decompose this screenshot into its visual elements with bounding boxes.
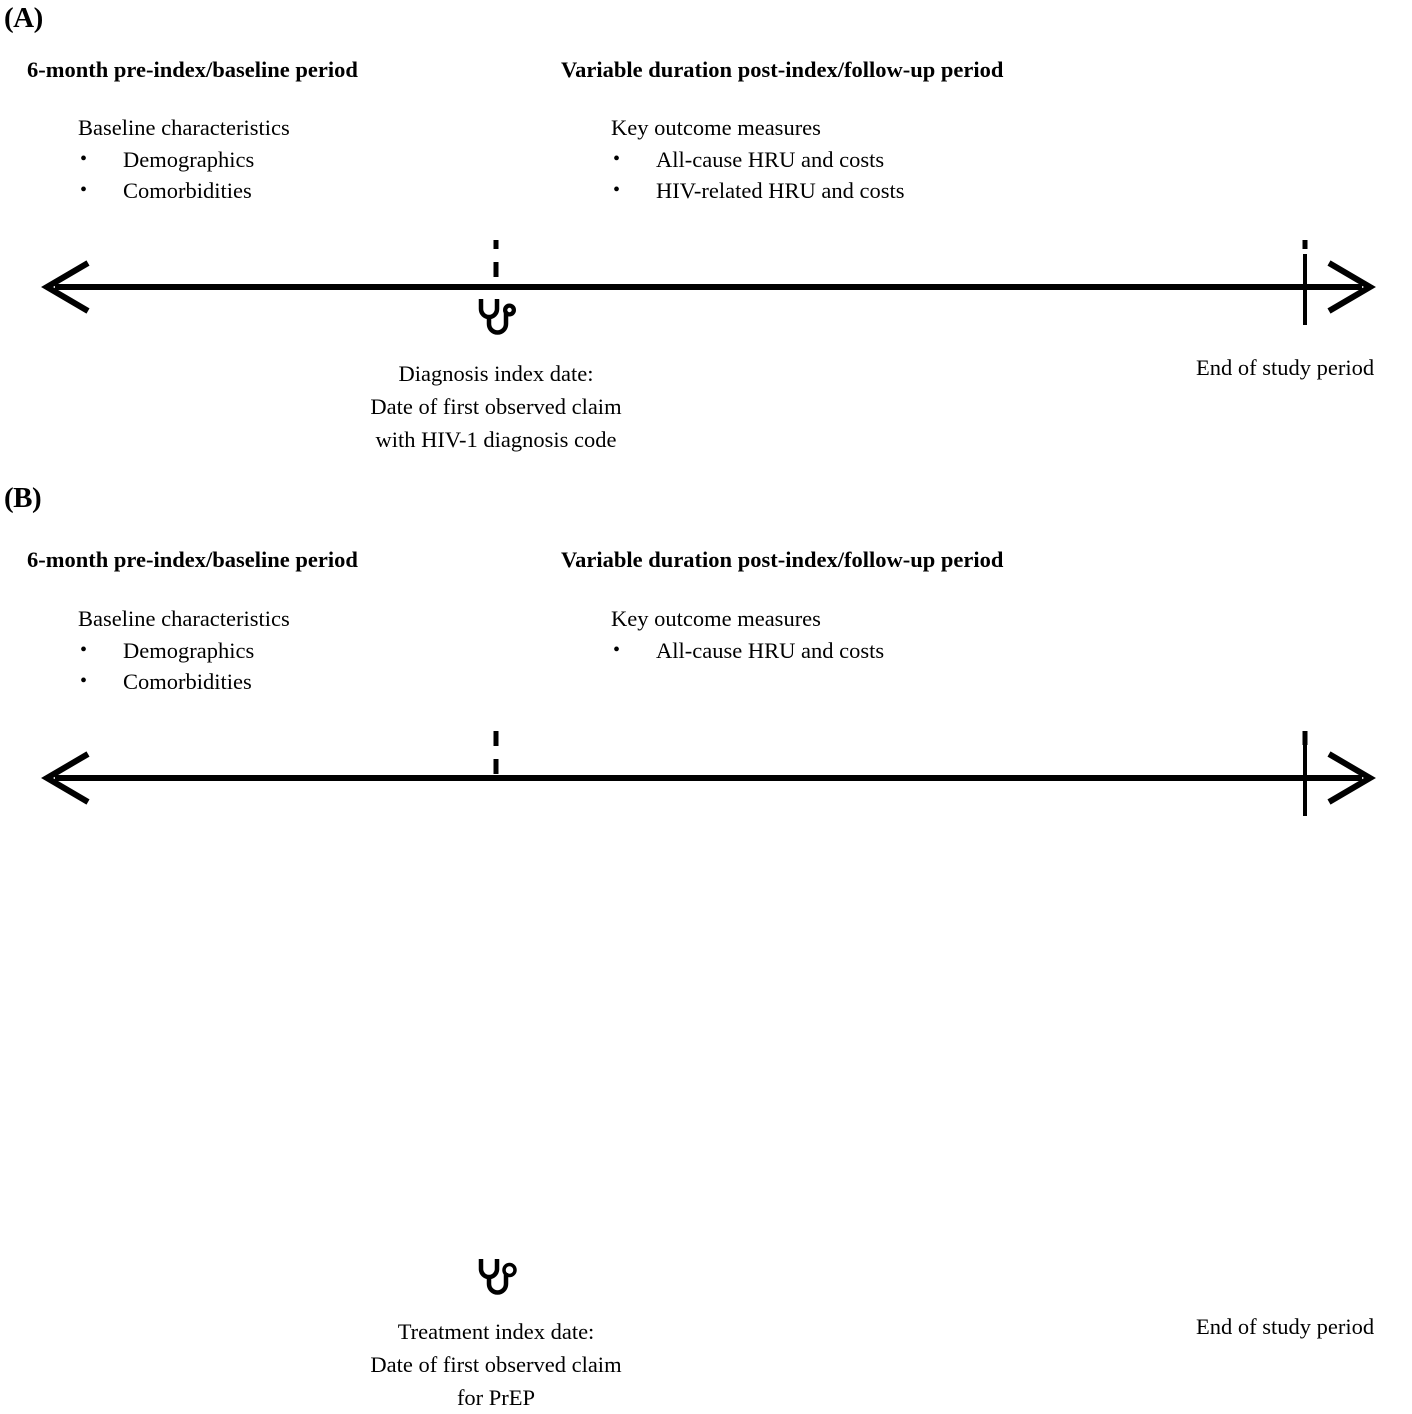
panel-a-followup-block: Key outcome measures • All-cause HRU and… xyxy=(611,115,905,203)
list-item: • Demographics xyxy=(78,146,290,172)
bullet-icon: • xyxy=(613,179,621,201)
panel-b-followup-block: Key outcome measures • All-cause HRU and… xyxy=(611,606,885,663)
panel-b-index-marker xyxy=(472,1256,522,1305)
panel-b-followup-block-title: Key outcome measures xyxy=(611,606,821,631)
panel-a-left-arrowhead-icon xyxy=(41,260,90,314)
panel-a-baseline-block: Baseline characteristics • Demographics … xyxy=(78,115,290,203)
list-item-label: Demographics xyxy=(123,146,255,172)
panel-a-baseline-block-title: Baseline characteristics xyxy=(78,115,290,140)
panel-b-followup-period-heading: Variable duration post-index/follow-up p… xyxy=(561,547,1004,572)
panel-a-followup-period-heading: Variable duration post-index/follow-up p… xyxy=(561,57,1004,82)
list-item-label: All-cause HRU and costs xyxy=(656,637,885,663)
panel-a-followup-block-title: Key outcome measures xyxy=(611,115,821,140)
panel-b-right-arrowhead-icon xyxy=(1327,751,1376,805)
list-item: • Demographics xyxy=(78,637,290,663)
panel-b-baseline-block-title: Baseline characteristics xyxy=(78,606,290,631)
panel-b: (B) 6-month pre-index/baseline period Va… xyxy=(0,470,1412,1410)
panel-b-baseline-period-heading: 6-month pre-index/baseline period xyxy=(27,547,358,572)
panel-b-index-caption: Treatment index date: Date of first obse… xyxy=(370,1319,622,1411)
list-item: • HIV-related HRU and costs xyxy=(611,178,905,203)
panel-b-baseline-block: Baseline characteristics • Demographics … xyxy=(78,606,290,694)
bullet-icon: • xyxy=(613,638,621,661)
bullet-icon: • xyxy=(613,147,621,170)
stethoscope-icon xyxy=(478,1259,517,1295)
bullet-icon: • xyxy=(80,179,88,201)
panel-a-end-of-study-label: End of study period xyxy=(1196,355,1375,380)
panel-b-followup-bullet-list: • All-cause HRU and costs xyxy=(611,637,885,663)
bullet-icon: • xyxy=(80,147,88,170)
panel-b-left-arrowhead-icon xyxy=(41,751,90,805)
list-item: • All-cause HRU and costs xyxy=(611,637,885,663)
list-item: • Comorbidities xyxy=(78,669,290,694)
panel-a-index-caption: Diagnosis index date: Date of first obse… xyxy=(370,361,622,453)
list-item-label: Demographics xyxy=(123,637,255,663)
panel-a-baseline-bullet-list: • Demographics • Comorbidities xyxy=(78,146,290,203)
panel-a: (A) 6-month pre-index/baseline period Va… xyxy=(0,0,1412,470)
list-item: • All-cause HRU and costs xyxy=(611,146,905,172)
panel-b-letter: (B) xyxy=(4,482,42,514)
panel-a-baseline-period-heading: 6-month pre-index/baseline period xyxy=(27,57,358,82)
list-item-label: Comorbidities xyxy=(123,669,252,694)
panel-a-index-marker xyxy=(472,296,522,345)
panel-a-timeline-axis xyxy=(41,240,1376,325)
list-item: • Comorbidities xyxy=(78,178,290,203)
list-item-label: All-cause HRU and costs xyxy=(656,146,885,172)
panel-b-baseline-bullet-list: • Demographics • Comorbidities xyxy=(78,637,290,694)
panel-a-right-arrowhead-icon xyxy=(1327,260,1376,314)
panel-a-letter: (A) xyxy=(4,2,43,34)
panel-a-followup-bullet-list: • All-cause HRU and costs • HIV-related … xyxy=(611,146,905,203)
stethoscope-icon xyxy=(478,299,516,335)
list-item-label: HIV-related HRU and costs xyxy=(656,178,905,203)
list-item-label: Comorbidities xyxy=(123,178,252,203)
panel-b-timeline-axis xyxy=(41,731,1376,816)
panel-b-end-of-study-label: End of study period xyxy=(1196,1314,1375,1339)
bullet-icon: • xyxy=(80,670,88,692)
bullet-icon: • xyxy=(80,638,88,661)
